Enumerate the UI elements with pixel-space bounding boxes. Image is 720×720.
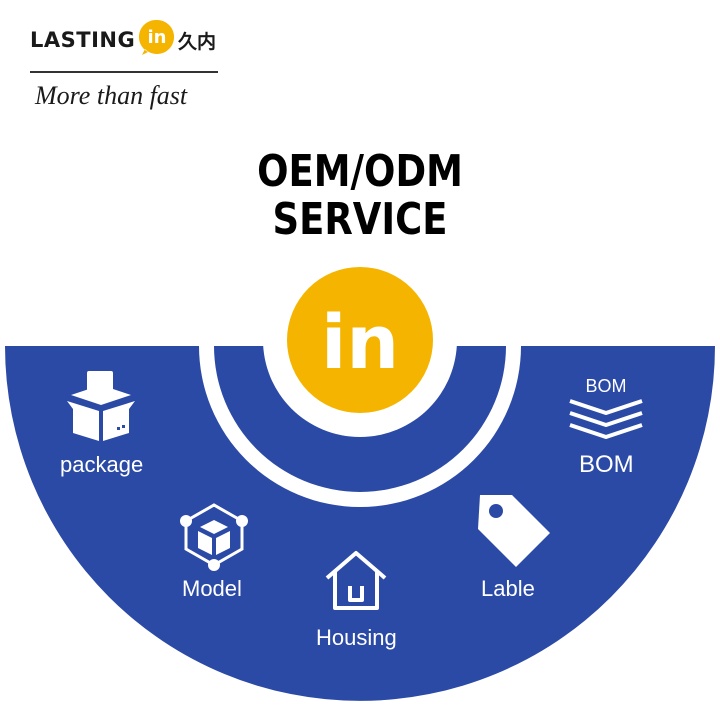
brand-logo: LASTING in 久内 More than fast [30, 18, 220, 110]
headline-line-1: OEM/ODM [257, 146, 463, 197]
center-logo-circle [287, 267, 433, 413]
brand-name: LASTING [30, 28, 136, 52]
service-label-housing: Housing [316, 625, 397, 650]
cube-network-icon [180, 503, 248, 571]
service-label-model: Model [182, 576, 242, 601]
blue-semicircle [5, 346, 715, 701]
bom-icon-caption: BOM [585, 376, 626, 396]
brand-divider [30, 71, 218, 73]
brand-badge-icon: in [138, 19, 175, 55]
service-label-bom: BOM [579, 451, 634, 478]
brand-tagline: More than fast [35, 81, 188, 110]
headline-line-2: SERVICE [272, 194, 448, 245]
service-label-package: package [60, 452, 144, 477]
center-logo-text: in [321, 300, 399, 386]
service-label-lable: Lable [481, 576, 535, 601]
brand-chinese-name: 久内 [178, 31, 217, 53]
house-icon [325, 551, 387, 610]
layers-icon [569, 399, 643, 439]
tag-icon [478, 495, 550, 567]
brand-badge-text: in [148, 27, 167, 48]
box-icon [67, 371, 135, 441]
